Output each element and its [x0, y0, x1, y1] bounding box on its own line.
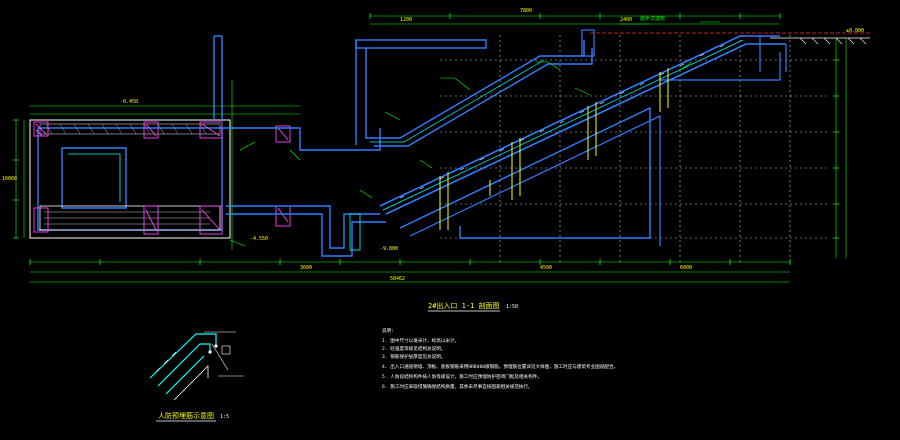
top-dim-total: 7800	[520, 8, 532, 14]
section-scale: 1:50	[506, 304, 518, 310]
note-3: 3. 钢筋保护层厚度见总说明。	[382, 353, 445, 360]
dimension-lines	[13, 13, 847, 283]
left-chamber	[29, 119, 231, 239]
detail-scale: 1:5	[220, 414, 229, 420]
dim-4500: 4500	[540, 265, 552, 271]
small-annotations: 7800 1200 2400 ±0.000 -0.450 16000 踏步详建施…	[2, 8, 864, 282]
dim-6000: 6000	[680, 265, 692, 271]
ground-elevation: ±0.000	[846, 28, 864, 34]
detail-title: 人防预埋筋示意图	[158, 411, 214, 420]
note-6: 6. 施工时应采取措施确保结构质量，其余未尽事宜按国家相关规范执行。	[382, 383, 533, 390]
reference-grid	[440, 35, 830, 262]
note-4: 4. 出入口通道侧墙、顶板、底板钢筋采用HRB400级钢筋，预埋筋位置详见大样图…	[382, 363, 618, 370]
right-walls	[581, 29, 787, 72]
notes-heading: 说明:	[382, 327, 394, 334]
leader-lines	[229, 21, 720, 247]
vent-shaft	[213, 35, 381, 151]
dim-3600: 3600	[300, 265, 312, 271]
elevation-top: -0.450	[120, 99, 138, 105]
hatch-blocks	[33, 121, 291, 235]
elevation-mid: -4.550	[250, 236, 268, 242]
elevation-bottom: -9.800	[380, 246, 398, 252]
ground-line	[590, 32, 870, 45]
note-5: 5. 人防段结构构件按人防等级设计，施工时应预埋防护密闭门框及相关构件。	[382, 373, 542, 380]
lower-shaft	[226, 205, 386, 257]
stair-ramp	[379, 35, 786, 246]
top-dim-b: 2400	[620, 17, 632, 23]
overall-dim: 58462	[390, 276, 405, 282]
stair-note: 踏步详建施	[640, 15, 665, 22]
notes-block: 说明: 1. 图中尺寸以毫米计，标高以米计。 2. 砼强度等级见结构总说明。 3…	[382, 327, 618, 390]
note-1: 1. 图中尺寸以毫米计，标高以米计。	[382, 337, 459, 344]
support-columns	[439, 68, 669, 230]
top-dim-a: 1200	[400, 17, 412, 23]
section-title: 2#出入口 1-1 剖面图	[428, 301, 500, 310]
rebar-detail	[149, 331, 244, 401]
section-title-group: 2#出入口 1-1 剖面图 1:50	[428, 301, 518, 312]
detail-title-group: 人防预埋筋示意图 1:5	[156, 411, 229, 422]
note-2: 2. 砼强度等级见结构总说明。	[382, 345, 445, 352]
upper-corridor	[355, 39, 593, 147]
left-dim-total: 16000	[2, 176, 17, 182]
